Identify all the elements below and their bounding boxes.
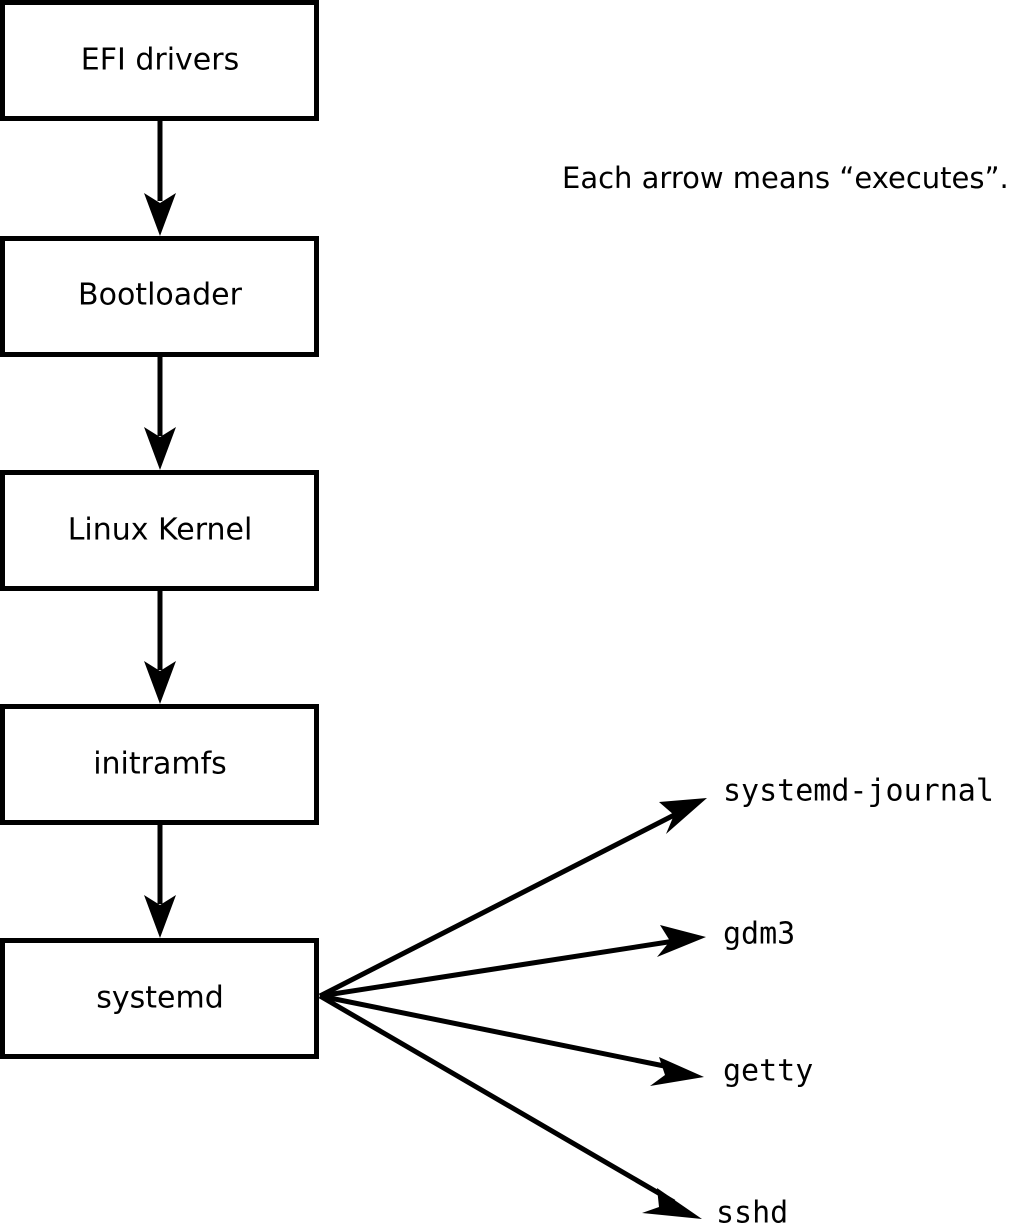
service-label-getty: getty	[723, 1054, 813, 1089]
node-label: EFI drivers	[81, 43, 239, 78]
node-linux-kernel[interactable]: Linux Kernel	[0, 470, 319, 591]
arrow-head-icon	[659, 798, 707, 834]
arrow-linux-kernel-to-initramfs	[144, 588, 176, 704]
node-efi-drivers[interactable]: EFI drivers	[0, 0, 319, 121]
node-label: systemd	[96, 981, 224, 1016]
arrow-head-icon	[144, 661, 176, 704]
arrow-head-icon	[144, 427, 176, 470]
node-label: Bootloader	[78, 278, 243, 313]
node-bootloader[interactable]: Bootloader	[0, 236, 319, 357]
arrow-head-icon	[650, 1057, 704, 1086]
arrow-systemd-to-sshd	[318, 993, 702, 1219]
node-box	[0, 938, 319, 1059]
arrow-initramfs-to-systemd	[144, 822, 176, 938]
arrow-head-icon	[144, 895, 176, 938]
arrow-bootloader-to-linux-kernel	[144, 354, 176, 470]
arrow-systemd-to-getty	[319, 993, 704, 1086]
arrow-head-icon	[144, 193, 176, 236]
node-label: initramfs	[93, 747, 227, 782]
service-label-systemd-journal: systemd-journal	[723, 774, 994, 809]
node-initramfs[interactable]: initramfs	[0, 704, 319, 825]
arrow-head-icon	[642, 1188, 702, 1219]
arrow-systemd-to-gdm3	[319, 925, 706, 999]
node-systemd[interactable]: systemd	[0, 938, 319, 1059]
node-box	[0, 236, 319, 357]
node-label: Linux Kernel	[68, 513, 253, 548]
arrow-systemd-to-systemd-journal	[318, 798, 707, 999]
service-label-gdm3: gdm3	[723, 917, 795, 952]
service-label-sshd: sshd	[716, 1196, 788, 1230]
arrow-efi-drivers-to-bootloader	[144, 118, 176, 236]
node-box	[0, 704, 319, 825]
node-box	[0, 0, 319, 121]
legend-text: Each arrow means “executes”.	[562, 161, 1009, 195]
arrow-head-icon	[657, 925, 706, 957]
